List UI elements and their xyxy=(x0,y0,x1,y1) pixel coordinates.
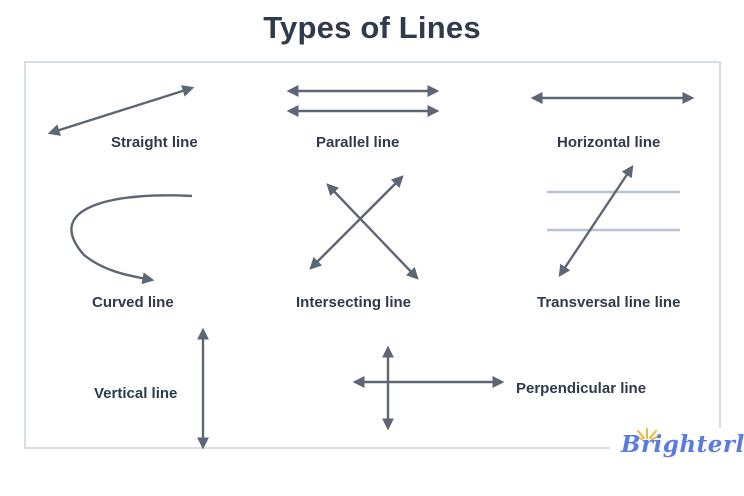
label-curved-line: Curved line xyxy=(92,294,174,311)
brand-logo: Brighterly xyxy=(621,431,744,458)
diagram-title: Types of Lines xyxy=(263,10,481,45)
label-straight-line: Straight line xyxy=(111,134,198,151)
label-parallel-line: Parallel line xyxy=(316,134,400,151)
logo-backdrop xyxy=(610,428,730,468)
curved-line-arrow xyxy=(70,194,193,285)
intersecting-line-a xyxy=(309,175,404,270)
label-vertical-line: Vertical line xyxy=(94,385,178,402)
label-transversal-line: Transversal line line xyxy=(537,294,681,311)
transversal-line-arrow xyxy=(558,165,634,277)
label-horizontal-line: Horizontal line xyxy=(557,134,661,151)
intersecting-line-b xyxy=(326,183,419,280)
sun-rays-icon xyxy=(633,428,661,440)
straight-line-arrow xyxy=(47,85,195,136)
diagram-panel xyxy=(24,61,721,449)
label-intersecting-line: Intersecting line xyxy=(296,294,412,311)
label-perpendicular-line: Perpendicular line xyxy=(516,380,647,397)
